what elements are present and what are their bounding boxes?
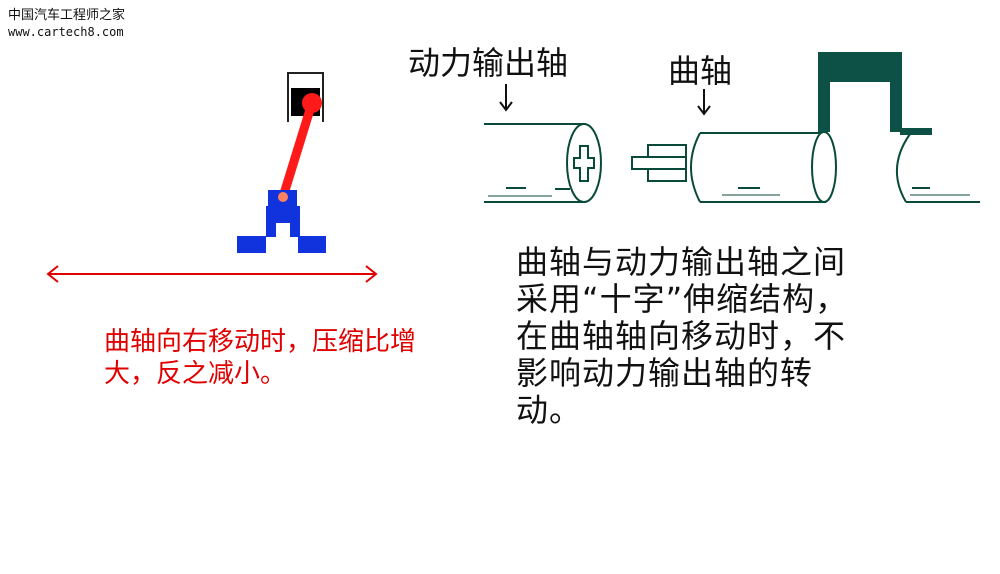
power-shaft-pointer-arrow	[499, 84, 513, 112]
crankshaft-label: 曲轴	[668, 52, 733, 90]
crankshaft-next-journal	[895, 133, 980, 203]
crankshaft-pointer-arrow	[697, 89, 711, 116]
crank-arm	[818, 52, 932, 135]
cross-coupling-icon	[573, 145, 595, 182]
crankshaft	[690, 131, 837, 203]
watermark-url: www.cartech8.com	[8, 25, 124, 39]
piston-pin	[302, 93, 322, 113]
connecting-rod	[278, 98, 317, 202]
crank-pin	[278, 192, 288, 202]
double-arrow	[46, 265, 378, 283]
mechanism-description: 曲轴与动力输出轴之间采用“十字”伸缩结构，在曲轴轴向移动时，不影响动力输出轴的转…	[516, 243, 849, 429]
compression-caption: 曲轴向右移动时，压缩比增大，反之减小。	[104, 327, 417, 389]
watermark-cn: 中国汽车工程师之家	[8, 8, 126, 23]
watermark: 中国汽车工程师之家 www.cartech8.com	[8, 8, 125, 40]
crankshaft-cross-tenon	[631, 144, 687, 182]
power-output-shaft-label: 动力输出轴	[408, 44, 569, 82]
